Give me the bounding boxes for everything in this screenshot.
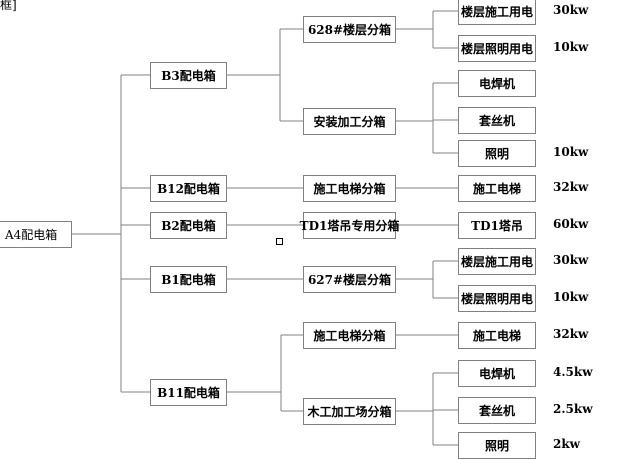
power-rating: 30kw [553, 253, 589, 267]
level1-box-label: B2配电箱 [161, 218, 216, 233]
load-box-label: 电焊机 [478, 76, 515, 91]
load-box[interactable]: 楼层照明用电 [458, 34, 536, 62]
level1-box-label: B11配电箱 [157, 385, 220, 400]
power-rating: 60kw [553, 217, 589, 231]
level2-box-label: TD1塔吊专用分箱 [299, 218, 400, 233]
level2-box[interactable]: 施工电梯分箱 [303, 321, 396, 349]
power-rating: 2kw [553, 437, 580, 451]
power-rating: 32kw [553, 327, 589, 341]
load-box[interactable]: 照明 [458, 431, 536, 459]
level2-box[interactable]: 施工电梯分箱 [303, 174, 396, 202]
power-rating: 32kw [553, 180, 589, 194]
root-node-a4-label: A4配电箱 [5, 227, 58, 242]
load-box-label: 楼层施工用电 [460, 4, 533, 19]
level2-box-label: 施工电梯分箱 [313, 328, 386, 343]
level1-box-label: B12配电箱 [157, 181, 220, 196]
level1-box-label: B1配电箱 [161, 272, 216, 287]
level2-box-label: 628#楼层分箱 [307, 22, 392, 37]
root-node-a4[interactable]: A4配电箱 [0, 220, 72, 248]
load-box[interactable]: 施工电梯 [458, 174, 536, 202]
load-box-label: 套丝机 [478, 113, 515, 128]
load-box-label: 电焊机 [478, 366, 515, 381]
power-rating: 10kw [553, 40, 589, 54]
load-box-label: TD1塔吊 [471, 218, 523, 233]
level1-box[interactable]: B11配电箱 [150, 378, 227, 406]
level1-box[interactable]: B3配电箱 [150, 61, 227, 89]
load-box-label: 楼层照明用电 [460, 291, 533, 306]
load-box[interactable]: 楼层施工用电 [458, 247, 536, 275]
power-rating: 4.5kw [553, 365, 593, 379]
load-box-label: 套丝机 [478, 403, 515, 418]
corner-text: 框] [0, 0, 17, 12]
load-box-label: 楼层施工用电 [460, 254, 533, 269]
level1-box-label: B3配电箱 [161, 68, 216, 83]
level2-box[interactable]: TD1塔吊专用分箱 [300, 211, 399, 239]
load-box-label: 照明 [484, 438, 509, 453]
load-box[interactable]: TD1塔吊 [458, 211, 536, 239]
load-box-label: 楼层照明用电 [460, 41, 533, 56]
load-box[interactable]: 照明 [458, 139, 536, 167]
load-box[interactable]: 楼层施工用电 [458, 0, 536, 25]
level2-box-label: 安装加工分箱 [313, 114, 386, 129]
power-rating: 10kw [553, 145, 589, 159]
load-box[interactable]: 电焊机 [458, 69, 536, 97]
power-rating: 10kw [553, 290, 589, 304]
level1-box[interactable]: B1配电箱 [150, 265, 227, 293]
load-box-label: 照明 [484, 146, 509, 161]
level2-box-label: 木工加工场分箱 [307, 404, 392, 419]
level2-box[interactable]: 木工加工场分箱 [303, 397, 396, 425]
power-rating: 30kw [553, 3, 589, 17]
load-box[interactable]: 施工电梯 [458, 321, 536, 349]
load-box-label: 施工电梯 [472, 181, 521, 196]
selection-handle[interactable] [276, 238, 283, 245]
load-box-label: 施工电梯 [472, 328, 521, 343]
load-box[interactable]: 套丝机 [458, 106, 536, 134]
level1-box[interactable]: B12配电箱 [150, 174, 227, 202]
level2-box[interactable]: 628#楼层分箱 [303, 15, 396, 43]
level2-box[interactable]: 627#楼层分箱 [303, 265, 396, 293]
load-box[interactable]: 楼层照明用电 [458, 284, 536, 312]
load-box[interactable]: 电焊机 [458, 359, 536, 387]
load-box[interactable]: 套丝机 [458, 396, 536, 424]
level1-box[interactable]: B2配电箱 [150, 211, 227, 239]
level2-box-label: 627#楼层分箱 [307, 272, 392, 287]
level2-box-label: 施工电梯分箱 [313, 181, 386, 196]
level2-box[interactable]: 安装加工分箱 [303, 107, 396, 135]
power-rating: 2.5kw [553, 402, 593, 416]
